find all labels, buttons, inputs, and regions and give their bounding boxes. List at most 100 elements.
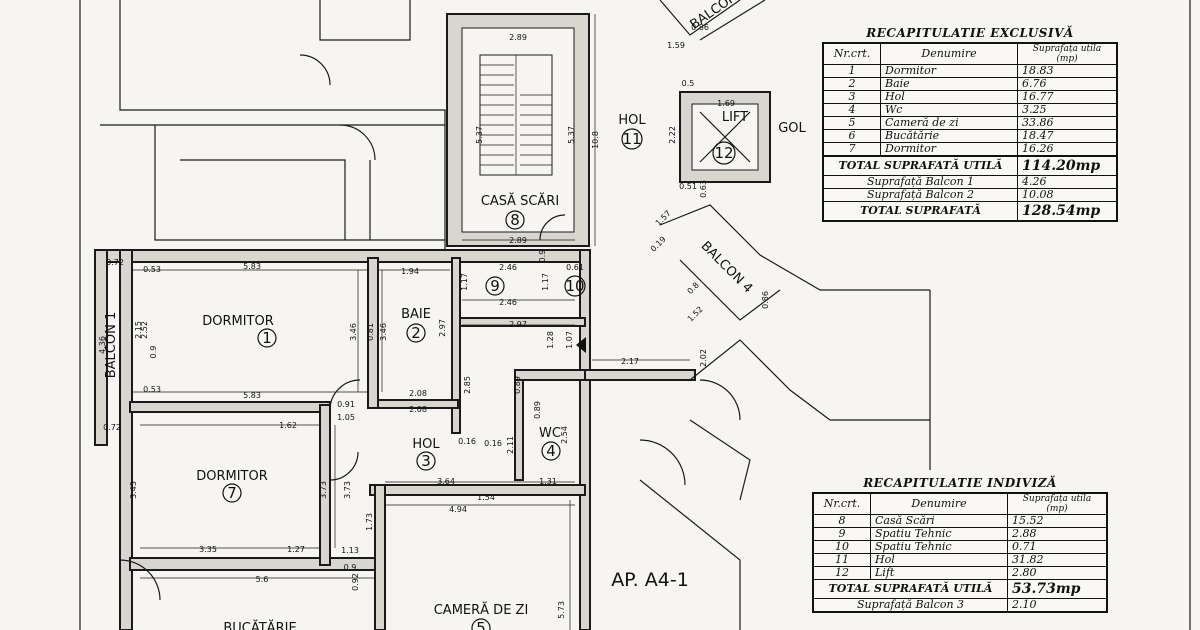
cell-name: Hol bbox=[870, 553, 1008, 567]
room-number-8: 8 bbox=[510, 211, 520, 229]
balcon1-value: 4.26 bbox=[1017, 175, 1118, 189]
cell-area: 2.80 bbox=[1007, 566, 1108, 580]
cell-nr: 5 bbox=[822, 116, 881, 130]
dimension-value: 1.31 bbox=[539, 477, 557, 486]
cell-area: 0.71 bbox=[1007, 540, 1108, 554]
cell-name: Spatiu Tehnic bbox=[870, 527, 1008, 541]
cell-area: 16.26 bbox=[1017, 142, 1118, 157]
dimension-value: 0.81 bbox=[366, 323, 375, 341]
dimension-value: 0.72 bbox=[103, 423, 121, 432]
dimension-value: 4.36 bbox=[98, 336, 107, 354]
dimension-value: 0.9 bbox=[344, 563, 357, 572]
dimension-value: 2.97 bbox=[438, 319, 447, 337]
upper-apartment-outline bbox=[100, 0, 446, 250]
dimension-value: 2.02 bbox=[699, 349, 708, 367]
room-marker-2 bbox=[406, 323, 426, 343]
dimension-value: 0.8 bbox=[686, 281, 701, 296]
room-marker-7 bbox=[222, 483, 242, 503]
room-marker-9 bbox=[485, 276, 505, 296]
dimension-value: 0.5 bbox=[682, 79, 695, 88]
room-marker-11 bbox=[621, 128, 643, 150]
col-header-suprafata: Suprafața utila (mp) bbox=[1017, 42, 1118, 65]
cell-area: 3.25 bbox=[1017, 103, 1118, 117]
balcon2-value: 10.08 bbox=[1017, 188, 1118, 202]
room-label-baie: BAIE bbox=[401, 307, 431, 322]
dimension-value: 4.94 bbox=[449, 505, 467, 514]
total-row: TOTAL SUPRAFATĂ UTILĂ 114.20mp bbox=[822, 155, 1118, 176]
dimension-value: 1.57 bbox=[654, 209, 673, 228]
room-label-bucatarie: BUCĂTĂRIE bbox=[223, 620, 296, 630]
room-label-hol: HOL bbox=[412, 437, 440, 452]
dimension-value: 1.59 bbox=[667, 41, 685, 50]
room-number-7: 7 bbox=[227, 484, 237, 502]
dimension-value: 3.35 bbox=[199, 545, 217, 554]
grand-total-label: TOTAL SUPRAFATĂ bbox=[822, 201, 1018, 222]
dimension-value: 1.54 bbox=[477, 493, 495, 502]
cell-name: Spatiu Tehnic bbox=[870, 540, 1008, 554]
room-number-5: 5 bbox=[476, 619, 486, 630]
dimension-value: 0.9 bbox=[149, 346, 158, 359]
total-label: TOTAL SUPRAFATĂ UTILĂ bbox=[812, 579, 1008, 599]
dimension-value: 2.85 bbox=[463, 376, 472, 394]
cell-nr: 11 bbox=[812, 553, 871, 567]
dimension-value: 0.63 bbox=[699, 180, 708, 198]
dimension-value: 0.53 bbox=[143, 265, 161, 274]
apartment-label: AP. A4-1 bbox=[611, 569, 689, 591]
room-number-9: 9 bbox=[490, 277, 500, 295]
dimension-value: 2.15 bbox=[134, 321, 143, 339]
dimension-value: 2.97 bbox=[509, 320, 527, 329]
dimension-value: 3.46 bbox=[379, 323, 388, 341]
room-label-hol-11: HOL bbox=[618, 113, 646, 128]
dimension-value: 0.86 bbox=[691, 23, 709, 32]
cell-nr: 2 bbox=[822, 77, 881, 91]
cell-name: Baie bbox=[880, 77, 1018, 91]
cell-nr: 1 bbox=[822, 64, 881, 78]
dimension-value: 1.27 bbox=[287, 545, 305, 554]
col-header-nr: Nr.crt. bbox=[822, 42, 881, 65]
balcony-label-4: BALCON 4 bbox=[698, 239, 756, 297]
grand-total-row: TOTAL SUPRAFATĂ 128.54mp bbox=[822, 201, 1118, 222]
cell-area: 18.47 bbox=[1017, 129, 1118, 143]
total-row: TOTAL SUPRAFATĂ UTILĂ 53.73mp bbox=[812, 579, 1108, 599]
dimension-value: 1.28 bbox=[546, 331, 555, 349]
exclusive-recap: RECAPITULATIE EXCLUSIVĂ Nr.crt. Denumire… bbox=[822, 26, 1118, 222]
dimension-value: 5.83 bbox=[243, 391, 261, 400]
cell-name: Dormitor bbox=[880, 142, 1018, 157]
room-label-lift: LIFT bbox=[722, 110, 748, 125]
room-marker-12 bbox=[712, 141, 736, 165]
col-header-suprafata: Suprafața utila (mp) bbox=[1007, 492, 1108, 515]
cell-name: Cameră de zi bbox=[880, 116, 1018, 130]
dimension-value: 1.05 bbox=[337, 413, 355, 422]
balcony-row: Suprafață Balcon 3 2.10 bbox=[812, 598, 1108, 613]
cell-nr: 3 bbox=[822, 90, 881, 104]
room-number-4: 4 bbox=[546, 442, 556, 460]
staircase-block bbox=[446, 13, 590, 247]
room-label-camera-de-zi: CAMERĂ DE ZI bbox=[434, 602, 529, 618]
balcony-label-1: BALCON 1 bbox=[104, 312, 119, 379]
balcony-row: Suprafață Balcon 1 4.26 bbox=[822, 175, 1118, 189]
dimension-value: 0.51 bbox=[679, 182, 697, 191]
dimension-value: 0.89 bbox=[513, 376, 522, 394]
dimension-lines bbox=[132, 14, 690, 630]
apartment-walls bbox=[94, 249, 696, 630]
door-swings bbox=[119, 214, 566, 601]
dimension-value: 5.73 bbox=[557, 601, 566, 619]
dimension-value: 1.69 bbox=[717, 99, 735, 108]
dimension-value: 0.9 bbox=[538, 250, 547, 263]
col-header-denumire: Denumire bbox=[870, 492, 1008, 515]
cell-nr: 6 bbox=[822, 129, 881, 143]
dimension-value: 0.92 bbox=[351, 573, 360, 591]
dimension-value: 1.62 bbox=[279, 421, 297, 430]
indiviza-recap-title: RECAPITULATIE INDIVIZĂ bbox=[863, 476, 1057, 490]
room-number-1: 1 bbox=[262, 329, 272, 347]
